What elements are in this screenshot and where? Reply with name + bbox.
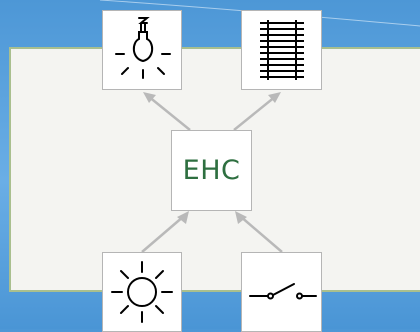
arrow-ehc-to-blind: [233, 95, 277, 131]
arrow-ehc-to-lamp-head: [143, 92, 156, 103]
lightbulb-icon: [115, 17, 171, 79]
sun-icon: [111, 261, 173, 323]
arrow-sun-to-ehc: [141, 215, 185, 253]
arrow-ehc-to-lamp: [147, 95, 191, 131]
ehc-node[interactable]: EHC: [171, 130, 252, 211]
arrow-ehc-to-blind-head: [268, 92, 281, 103]
switch-node[interactable]: [241, 252, 322, 332]
window-blind-icon: [259, 20, 304, 80]
lamp-node[interactable]: [102, 10, 182, 90]
arrow-switch-to-ehc-head: [235, 211, 247, 224]
switch-icon: [248, 283, 317, 300]
ehc-label: EHC: [182, 155, 241, 186]
sun-node[interactable]: [102, 252, 182, 332]
blind-node[interactable]: [241, 10, 322, 90]
arrow-switch-to-ehc: [239, 215, 283, 253]
arrow-sun-to-ehc-head: [177, 211, 189, 224]
